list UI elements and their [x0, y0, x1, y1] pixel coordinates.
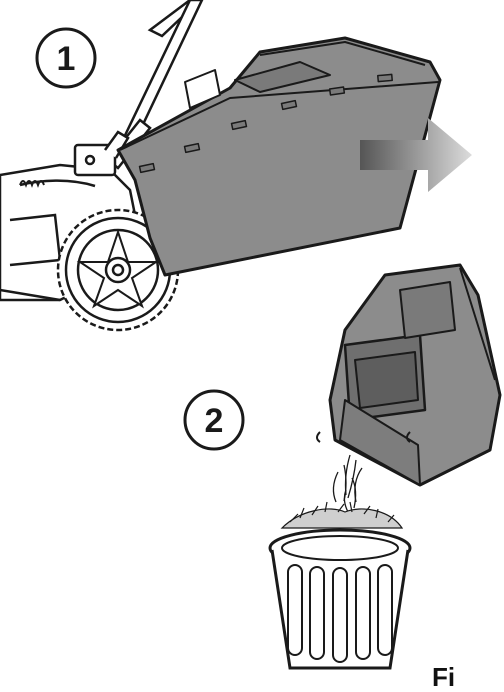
- step-1-number: 1: [57, 40, 76, 78]
- trash-can: [268, 528, 412, 670]
- step-2-number: 2: [205, 402, 224, 440]
- step-2-badge: 2: [183, 389, 245, 451]
- grass-clippings-pile: [280, 501, 404, 529]
- mower-spring: [19, 180, 45, 188]
- step-1-badge: 1: [35, 27, 97, 89]
- mower-rear-wheel: [56, 208, 180, 332]
- grass-bag-emptying: [316, 263, 502, 487]
- figure-label: Fi: [432, 662, 456, 692]
- falling-grass-clippings: [332, 454, 363, 513]
- grass-bag-attached: [116, 36, 442, 277]
- pull-out-arrow: [360, 118, 472, 192]
